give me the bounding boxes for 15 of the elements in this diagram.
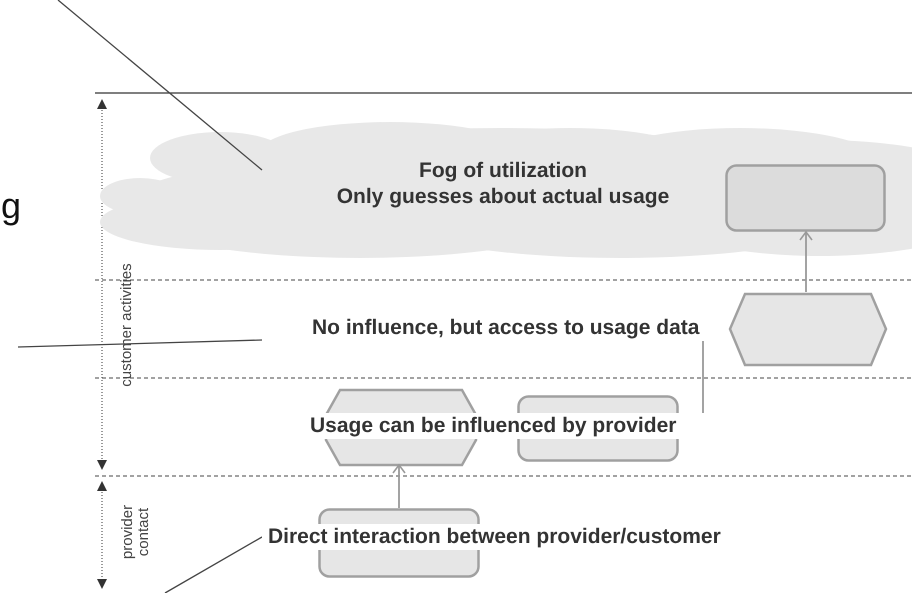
text-fragment: g xyxy=(1,186,22,226)
arrow xyxy=(392,464,406,508)
cloud-text: Only guesses about actual usage xyxy=(336,184,670,210)
band-text: Usage can be influenced by provider xyxy=(310,413,680,439)
hexagon-shape xyxy=(729,292,887,367)
axis-label: customer activities xyxy=(116,262,136,389)
leader-line xyxy=(18,339,262,348)
cloud-title: Fog of utilization xyxy=(419,158,587,184)
arrow xyxy=(799,231,813,292)
leader-line xyxy=(58,0,262,170)
rounded-box xyxy=(725,164,886,232)
connector-line xyxy=(702,341,704,413)
leader-line xyxy=(164,536,262,593)
band-text: No influence, but access to usage data xyxy=(262,315,726,341)
axis-label: provider contact xyxy=(118,504,153,562)
